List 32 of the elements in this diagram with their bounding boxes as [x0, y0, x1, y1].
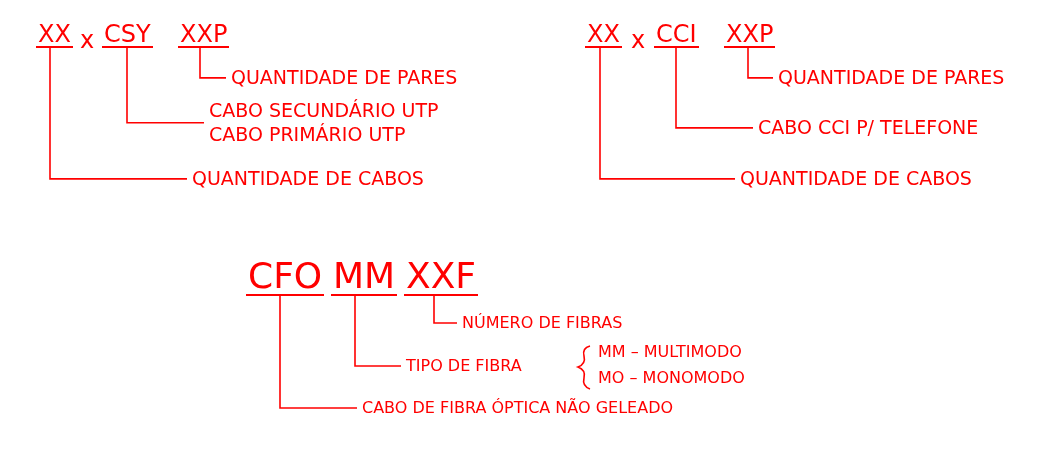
- description-text: QUANTIDADE DE CABOS: [735, 167, 972, 191]
- description-text: QUANTIDADE DE PARES: [773, 66, 1005, 90]
- underlined-code: XXP: [724, 22, 776, 48]
- option-text: MM – MULTIMODO: [598, 342, 742, 361]
- leader-line: [49, 47, 188, 180]
- underlined-code: CFO: [246, 258, 325, 296]
- description-text: QUANTIDADE DE PARES: [226, 66, 458, 90]
- multiplication-sign: x: [80, 26, 95, 54]
- description-text: CABO PRIMÁRIO UTP: [209, 122, 407, 147]
- option-text: MO – MONOMODO: [598, 368, 745, 387]
- leader-line: [199, 47, 227, 79]
- underlined-code: XXF: [404, 258, 479, 296]
- underlined-code: MM: [331, 258, 398, 296]
- description-text: NÚMERO DE FIBRAS: [457, 313, 623, 333]
- underlined-code: CCI: [654, 22, 699, 48]
- description-text: TIPO DE FIBRA: [401, 356, 522, 376]
- underlined-code: CSY: [102, 22, 153, 48]
- underlined-code: XX: [585, 22, 622, 48]
- leader-line: [126, 47, 205, 124]
- underlined-code: XXP: [178, 22, 230, 48]
- underlined-code: XX: [36, 22, 73, 48]
- description-text: CABO SECUNDÁRIO UTP: [209, 99, 439, 123]
- leader-line: [747, 47, 774, 79]
- description-text: CABO DE FIBRA ÓPTICA NÃO GELEADO: [357, 398, 674, 418]
- leader-line: [433, 295, 458, 324]
- description-text: QUANTIDADE DE CABOS: [187, 167, 424, 191]
- multiplication-sign: x: [631, 26, 646, 54]
- leader-line: [599, 47, 736, 180]
- leader-line: [279, 295, 358, 409]
- leader-line: [675, 47, 754, 129]
- description-text: CABO CCI P/ TELEFONE: [753, 116, 979, 140]
- leader-line: [354, 295, 402, 367]
